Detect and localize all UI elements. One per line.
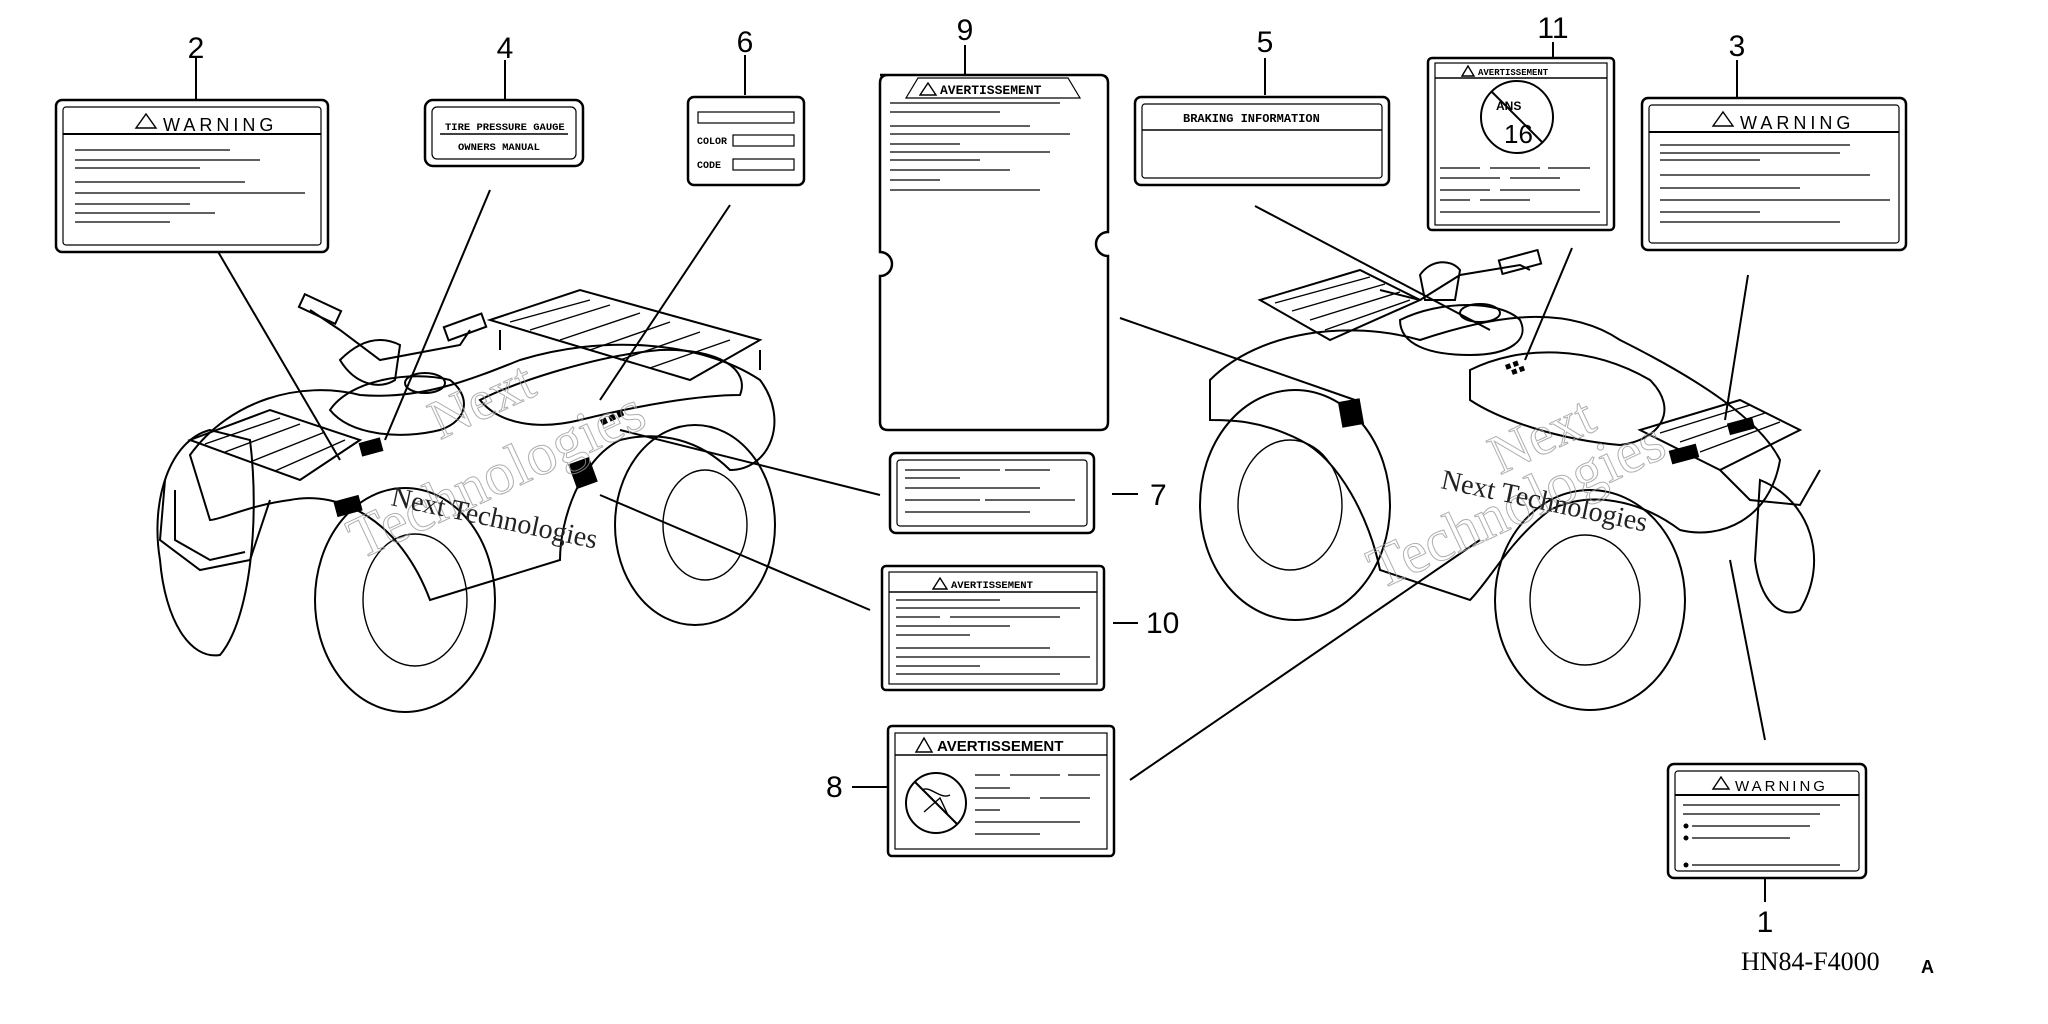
callout-8: 8 [826,771,843,804]
braking-title: BRAKING INFORMATION [1183,112,1320,126]
right-sticker-3 [1726,416,1756,436]
callout-6: 6 [737,26,754,59]
code-field-label: CODE [697,161,721,172]
right-sticker-11 [1505,360,1526,375]
label-9-title: AVERTISSEMENT [940,83,1042,98]
leader-lines [195,42,1766,902]
callout-numbers: 2 4 6 9 5 11 3 7 10 8 1 [188,12,1774,939]
label-2-title: WARNING [163,115,277,135]
prohibition-icon [905,772,967,834]
label-1-warning: WARNING [1666,762,1868,880]
left-sticker-4 [358,437,384,457]
callout-4: 4 [497,32,514,65]
age-text: ANS [1496,99,1521,113]
label-8-title: AVERTISSEMENT [937,738,1063,755]
right-sticker-9 [1337,398,1365,428]
callout-1: 1 [1757,906,1774,939]
owners-manual-line: OWNERS MANUAL [458,142,540,154]
label-7-blank [888,451,1096,535]
left-sticker-6 [600,409,625,426]
label-10-title: AVERTISSEMENT [951,580,1033,592]
diagram-code-suffix: A [1921,957,1934,977]
label-5-braking-information: BRAKING INFORMATION [1133,95,1391,187]
left-sticker-10 [568,457,598,489]
label-3-warning: WARNING [1640,96,1908,252]
callout-2: 2 [188,32,205,65]
label-9-avertissement: AVERTISSEMENT [878,73,1110,432]
label-3-title: WARNING [1740,113,1854,133]
label-10-avertissement: AVERTISSEMENT [880,564,1106,692]
label-6-color-code: COLOR CODE [686,95,806,187]
label-11-title: AVERTISSEMENT [1478,68,1549,78]
right-atv-illustration [1199,248,1821,711]
callout-5: 5 [1257,26,1274,59]
callout-9: 9 [957,14,974,47]
label-4-tire-gauge: TIRE PRESSURE GAUGE OWNERS MANUAL [423,98,585,168]
color-field-label: COLOR [697,137,727,148]
callout-3: 3 [1729,30,1746,63]
diagram-code-text: HN84-F4000 [1741,947,1880,976]
callout-10: 10 [1146,607,1179,640]
label-8-avertissement: AVERTISSEMENT [886,724,1116,858]
callout-11: 11 [1537,12,1568,45]
callout-7: 7 [1150,479,1167,512]
left-atv-illustration [156,288,776,713]
age-number: 16 [1504,119,1533,149]
left-sticker-2 [333,494,363,518]
diagram-code: HN84-F4000 A [1741,947,1934,977]
tire-gauge-line1: TIRE PRESSURE GAUGE [445,122,565,134]
label-1-title: WARNING [1735,778,1828,795]
right-sticker-8 [1668,443,1700,465]
label-2-warning: WARNING [54,98,330,254]
label-11-age-warning: AVERTISSEMENT ANS 16 [1426,56,1616,232]
